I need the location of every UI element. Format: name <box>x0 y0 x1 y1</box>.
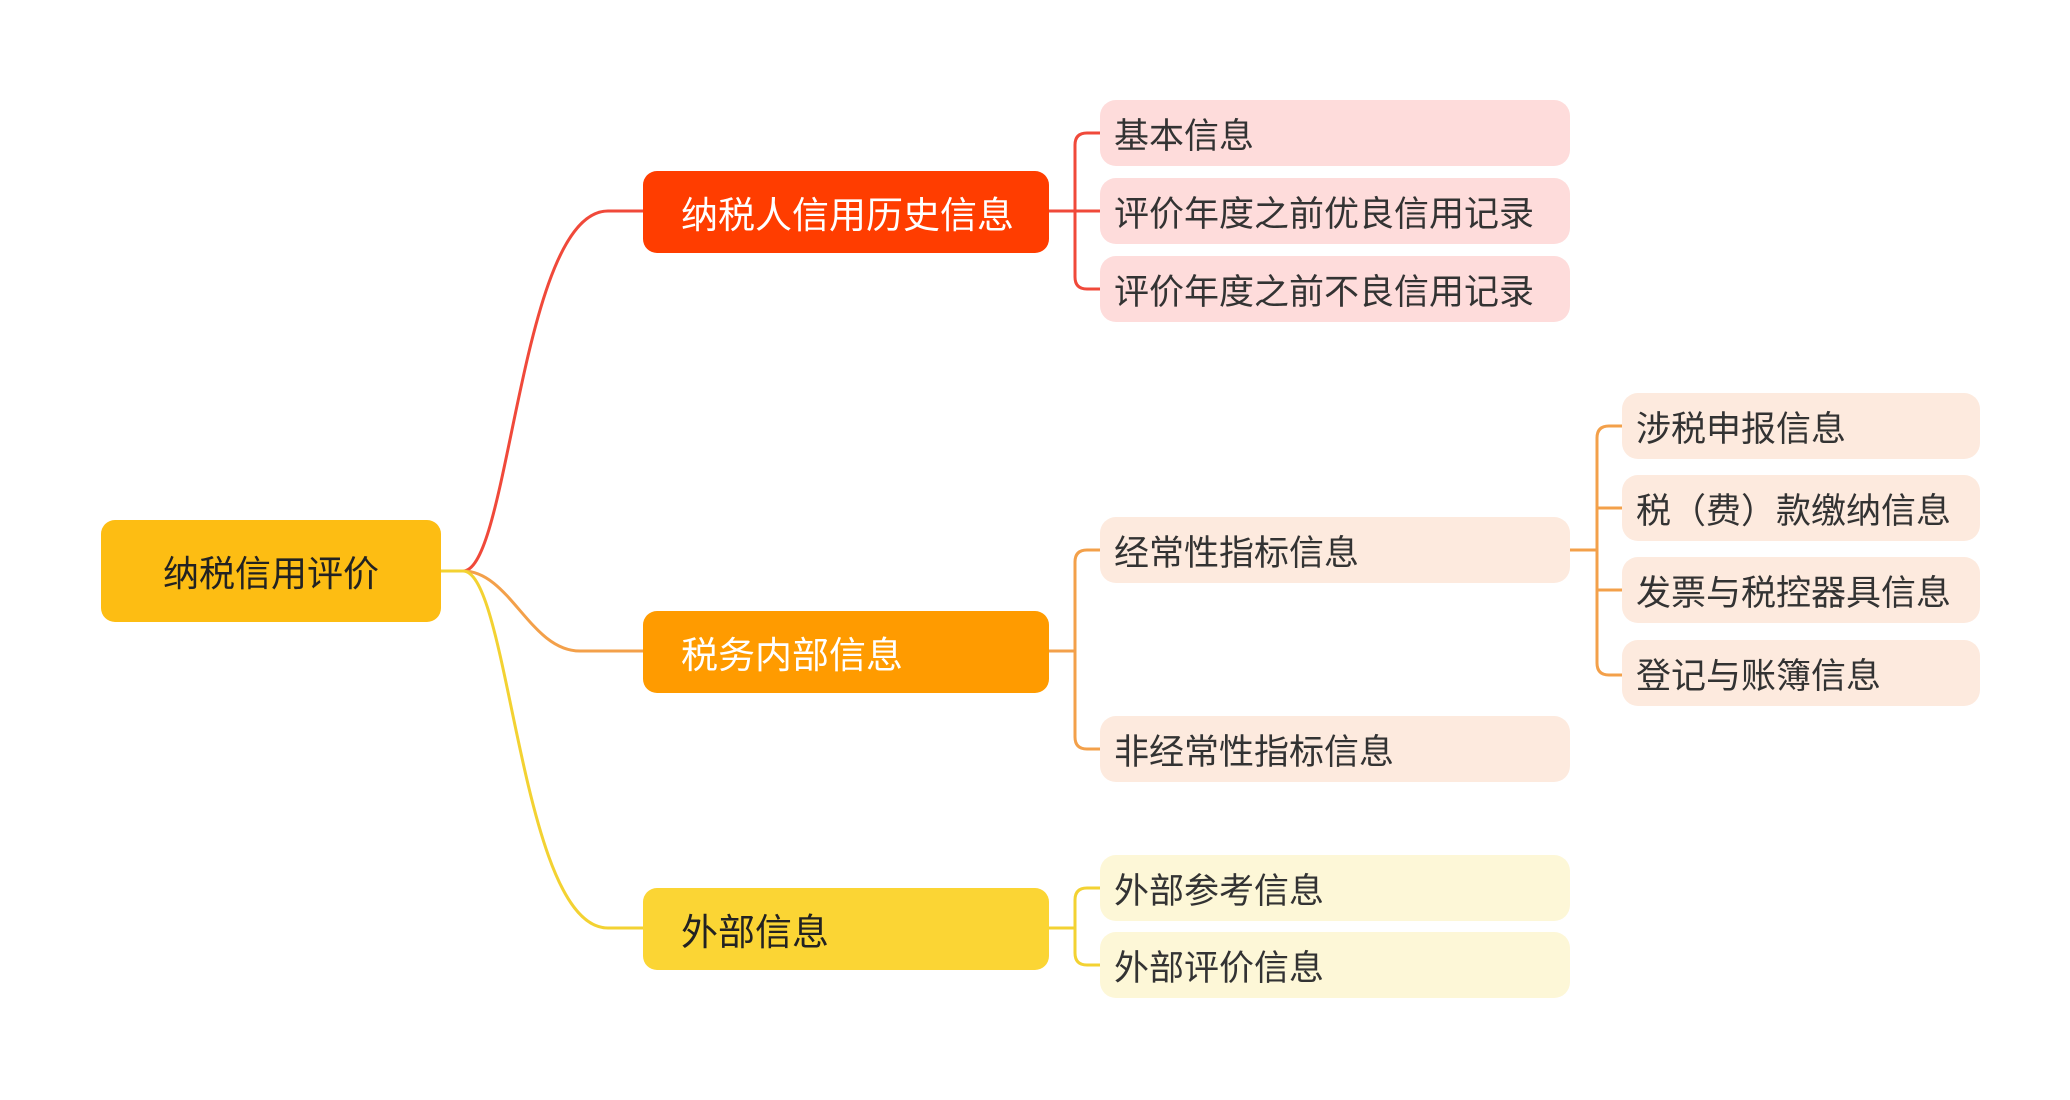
leaf-label: 涉税申报信息 <box>1636 409 1847 450</box>
connector-regular-indicators <box>1570 424 1622 677</box>
connector-history-leaves <box>1049 131 1100 291</box>
connector-internal-leaves <box>1049 548 1100 751</box>
leaf-invoice-tax-control[interactable]: 发票与税控器具信息 <box>1622 557 1980 623</box>
connector-external-leaves <box>1049 886 1100 967</box>
leaf-prior-bad-credit[interactable]: 评价年度之前不良信用记录 <box>1100 256 1570 322</box>
branch-label: 税务内部信息 <box>681 634 903 677</box>
leaf-tax-declaration[interactable]: 涉税申报信息 <box>1622 393 1980 459</box>
branch-external-info[interactable]: 外部信息 <box>643 888 1049 970</box>
leaf-basic-info[interactable]: 基本信息 <box>1100 100 1570 166</box>
root-node[interactable]: 纳税信用评价 <box>101 520 441 622</box>
root-label: 纳税信用评价 <box>162 554 379 595</box>
branch-tax-internal-info[interactable]: 税务内部信息 <box>643 611 1049 693</box>
leaf-label: 非经常性指标信息 <box>1114 732 1395 773</box>
leaf-registration-books[interactable]: 登记与账簿信息 <box>1622 640 1980 706</box>
connector-root-internal <box>441 569 643 653</box>
leaf-label: 登记与账簿信息 <box>1636 656 1882 697</box>
branch-label: 纳税人信用历史信息 <box>681 194 1014 237</box>
leaf-label: 税（费）款缴纳信息 <box>1636 491 1952 532</box>
branch-label: 外部信息 <box>681 911 829 954</box>
branch-taxpayer-credit-history[interactable]: 纳税人信用历史信息 <box>643 171 1049 253</box>
leaf-label: 经常性指标信息 <box>1114 533 1360 574</box>
leaf-external-evaluation[interactable]: 外部评价信息 <box>1100 932 1570 998</box>
leaf-label: 评价年度之前不良信用记录 <box>1114 272 1535 313</box>
leaf-label: 外部参考信息 <box>1114 871 1325 912</box>
connector-root-external <box>441 569 643 930</box>
leaf-external-reference[interactable]: 外部参考信息 <box>1100 855 1570 921</box>
leaf-label: 评价年度之前优良信用记录 <box>1114 194 1535 235</box>
leaf-tax-payment[interactable]: 税（费）款缴纳信息 <box>1622 475 1980 541</box>
leaf-irregular-indicators[interactable]: 非经常性指标信息 <box>1100 716 1570 782</box>
leaf-label: 外部评价信息 <box>1114 948 1325 989</box>
leaf-prior-good-credit[interactable]: 评价年度之前优良信用记录 <box>1100 178 1570 244</box>
leaf-label: 基本信息 <box>1114 116 1255 157</box>
leaf-regular-indicators[interactable]: 经常性指标信息 <box>1100 517 1570 583</box>
leaf-label: 发票与税控器具信息 <box>1636 573 1952 614</box>
connector-root-history <box>441 209 643 573</box>
